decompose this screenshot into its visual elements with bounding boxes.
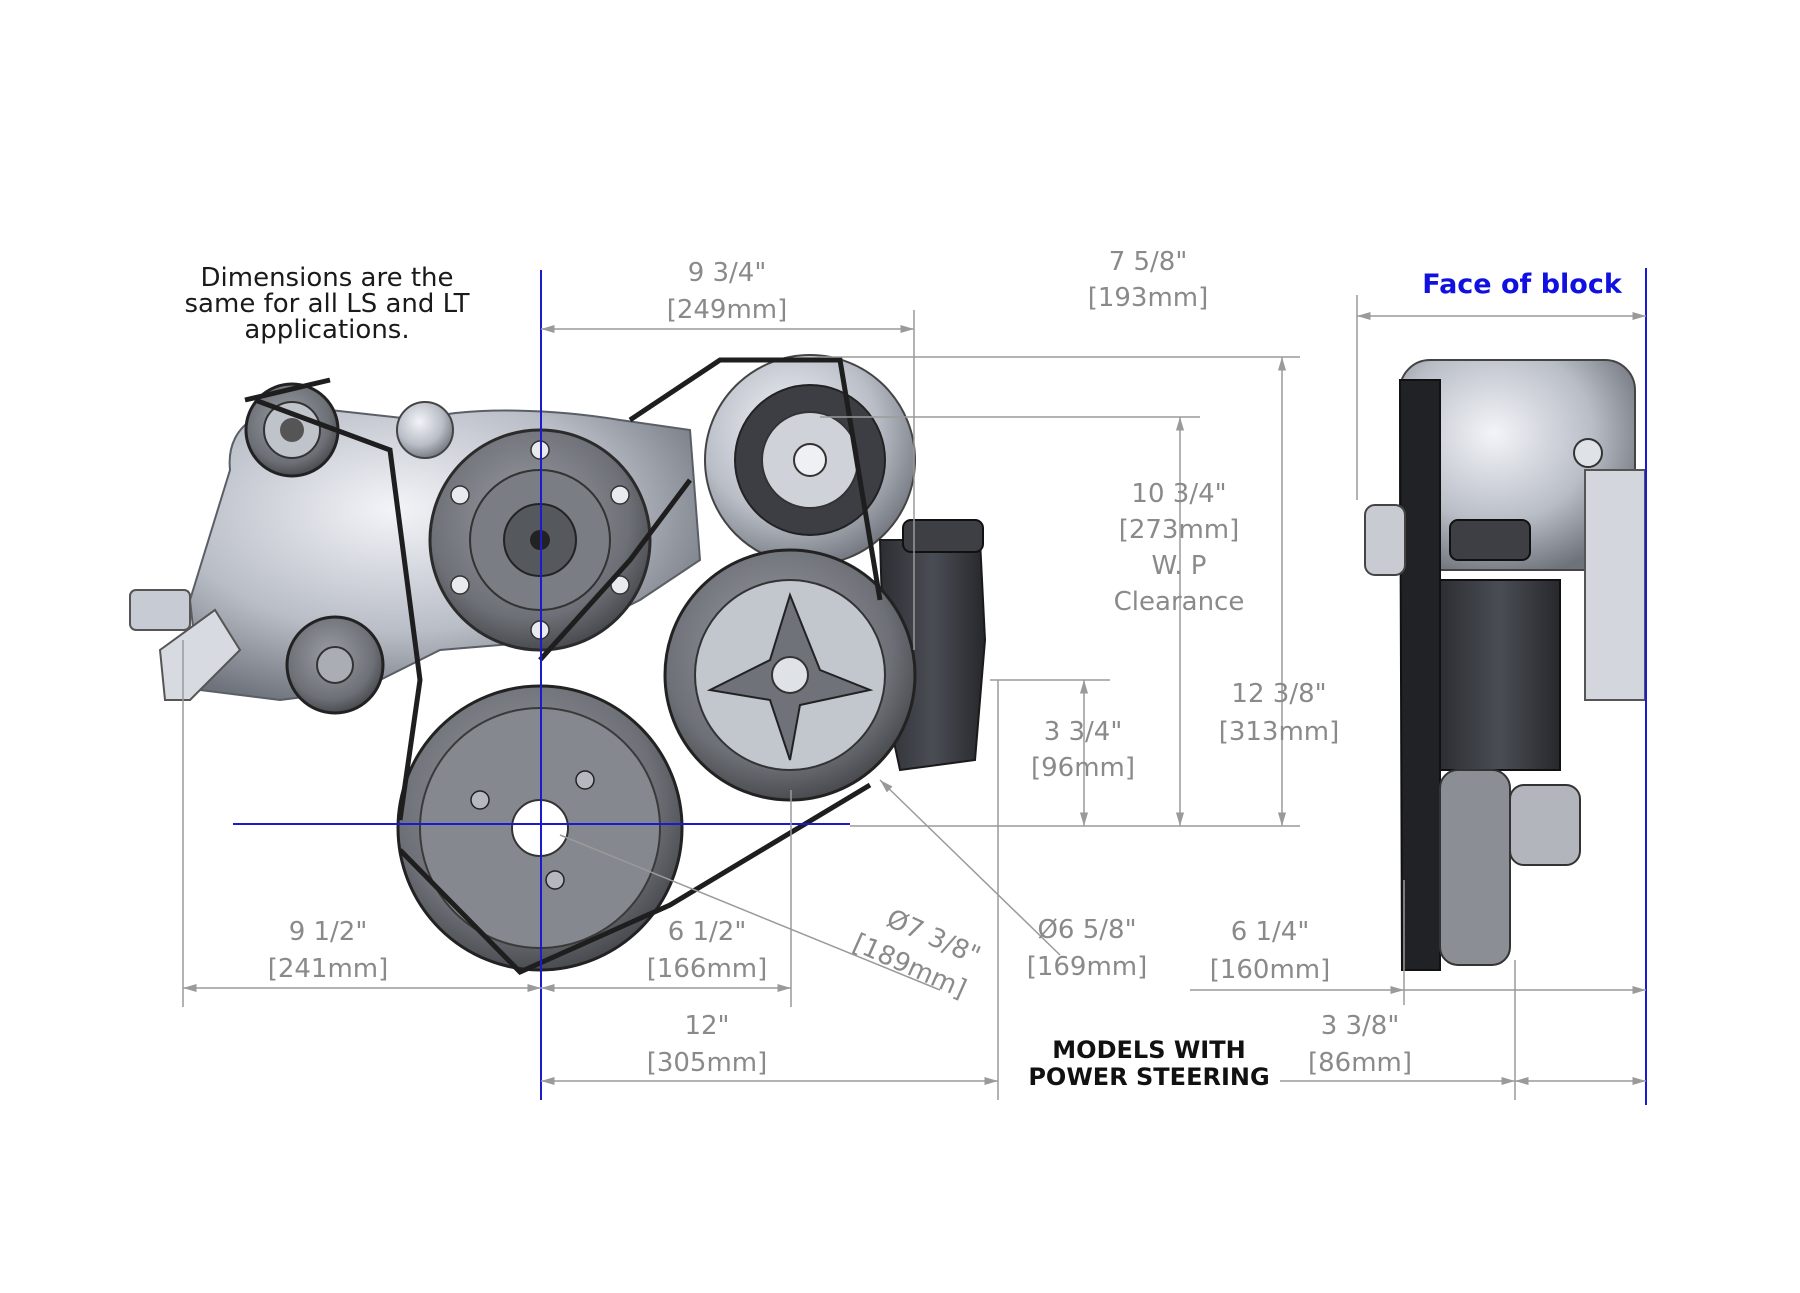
dim-crank-to-ps-metric: [166mm] [647,954,768,984]
dimension-lines [182,295,1646,1100]
dim-overall-height-metric: [313mm] [1219,717,1340,747]
dim-overall-height-imperial: 12 3/8" [1231,679,1326,709]
dim-side-front-metric: [86mm] [1308,1048,1412,1078]
dim-face-offset-imperial: 7 5/8" [1109,247,1188,277]
dim-ps-diameter-metric: [169mm] [1027,952,1148,982]
dim-side-depth-metric: [160mm] [1210,955,1331,985]
dim-ps-diameter-imperial: Ø6 5/8" [1037,915,1136,945]
dim-right-width-imperial: 12" [684,1011,729,1041]
dim-right-width-metric: [305mm] [647,1048,768,1078]
dim-crank-to-ps-imperial: 6 1/2" [668,917,747,947]
dim-wp-clearance-metric: [273mm] [1119,515,1240,545]
dim-top-width-metric: [249mm] [667,295,788,325]
dim-ps-height-imperial: 3 3/4" [1044,717,1123,747]
dim-wp-label-1: W. P [1152,551,1207,581]
dim-left-width-metric: [241mm] [268,954,389,984]
models-label-line-2: POWER STEERING [1028,1063,1269,1091]
dim-wp-clearance-imperial: 10 3/4" [1131,479,1226,509]
side-view-engine [1364,359,1646,971]
dim-left-width-imperial: 9 1/2" [289,917,368,947]
dim-side-depth-imperial: 6 1/4" [1231,917,1310,947]
dim-side-front-imperial: 3 3/8" [1321,1011,1400,1041]
front-view-engine [129,354,987,975]
note-line-3: applications. [244,315,409,345]
face-of-block-label: Face of block [1422,269,1623,300]
dim-wp-label-2: Clearance [1114,587,1245,617]
dim-ps-height-metric: [96mm] [1031,753,1135,783]
note-line-1: Dimensions are the [201,263,454,293]
models-label-line-1: MODELS WITH [1052,1036,1245,1064]
dim-top-width-imperial: 9 3/4" [688,258,767,288]
note-line-2: same for all LS and LT [185,289,470,319]
dim-face-offset-metric: [193mm] [1088,283,1209,313]
